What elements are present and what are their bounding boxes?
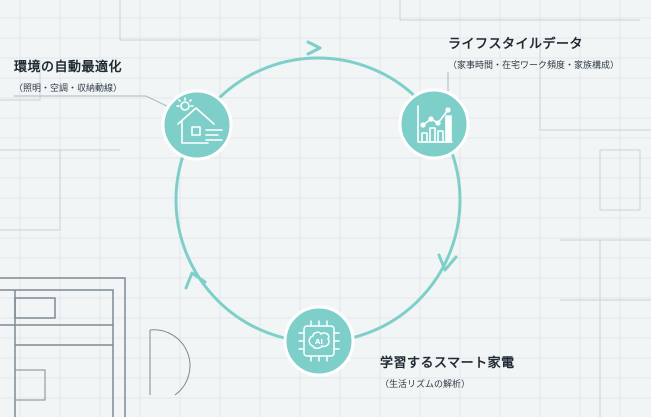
label-lifestyle-data-title: ライフスタイルデータ xyxy=(448,37,584,52)
bar-chart-icon xyxy=(417,105,453,143)
cycle-arrow-left xyxy=(184,271,207,290)
label-smart-appliance: 学習するスマート家電 （生活リズムの解析） xyxy=(380,352,515,390)
label-environment: 環境の自動最適化 （照明・空調・収納動線） xyxy=(14,56,122,94)
label-environment-title: 環境の自動最適化 xyxy=(14,60,123,75)
cycle-arrow-top xyxy=(306,40,322,56)
floor-plan-fragment xyxy=(0,277,191,417)
label-environment-subtitle: （照明・空調・収納動線） xyxy=(14,84,123,94)
node-environment xyxy=(161,89,233,161)
label-smart-appliance-title: 学習するスマート家電 xyxy=(380,356,515,371)
ai-chip-label: AI xyxy=(315,338,323,346)
label-smart-appliance-subtitle: （生活リズムの解析） xyxy=(380,380,471,390)
node-lifestyle-data xyxy=(398,88,470,160)
label-lifestyle-data: ライフスタイルデータ （家事時間・在宅ワーク頻度・家族構成） xyxy=(448,33,619,71)
ai-chip-icon xyxy=(298,320,340,362)
house-icon xyxy=(176,97,223,144)
cycle-arrow-right xyxy=(437,253,458,272)
label-lifestyle-data-subtitle: （家事時間・在宅ワーク頻度・家族構成） xyxy=(448,61,620,71)
node-smart-appliance: AI xyxy=(283,305,355,377)
